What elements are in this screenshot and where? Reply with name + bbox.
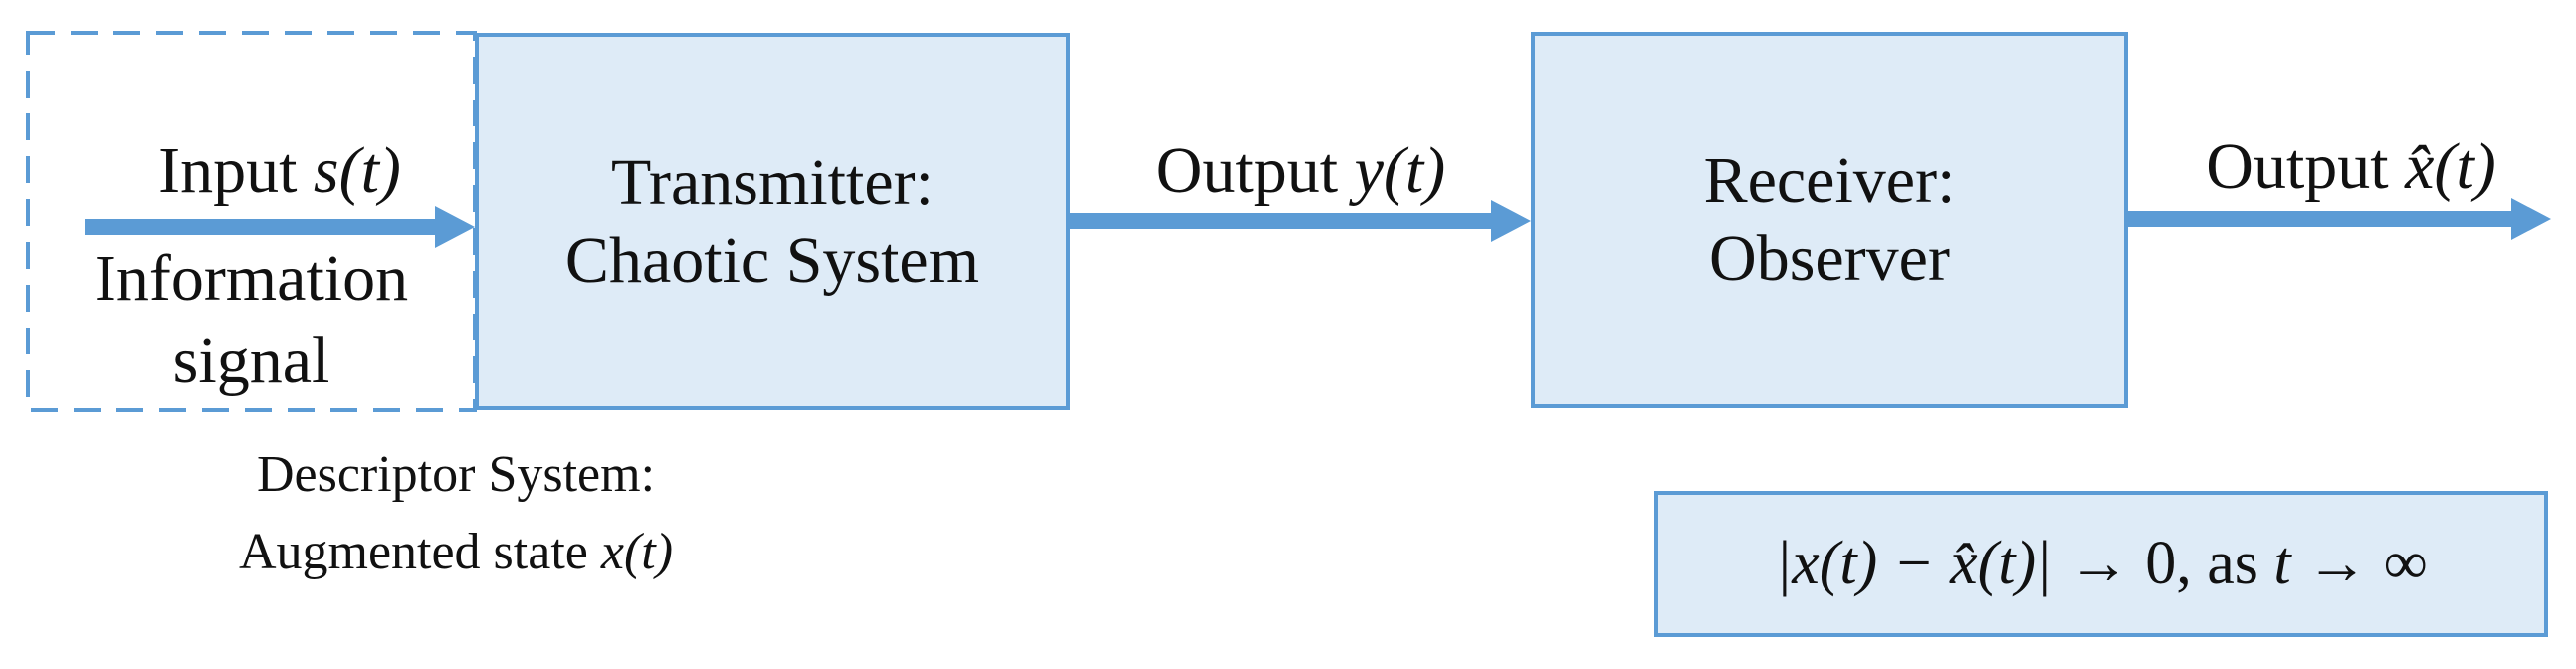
signal-arrow-head (1491, 200, 1531, 242)
transmitter-box: Transmitter: Chaotic System (475, 33, 1070, 410)
caption-line2: Augmented state x(t) (58, 514, 854, 591)
input-label-math: s(t) (313, 134, 401, 207)
channel-output-math: y(t) (1354, 134, 1446, 207)
output-arrow-shaft (2128, 211, 2511, 227)
formula: |x(t) − x̂(t)| → 0, as t → ∞ (1775, 529, 2428, 599)
input-signal-label: Input s(t) (85, 131, 475, 210)
convergence-formula-box: |x(t) − x̂(t)| → 0, as t → ∞ (1654, 491, 2548, 637)
final-output-text: Output (2206, 130, 2406, 203)
input-label-text: Input (158, 134, 314, 207)
formula-infinity: → ∞ (2290, 530, 2428, 597)
transmitter-label-line1: Transmitter: (611, 145, 934, 219)
signal-arrow-shaft (1070, 213, 1491, 229)
formula-error-term: |x(t) − x̂(t)| (1775, 530, 2053, 597)
information-line: Information (94, 242, 409, 315)
final-output-label: Output x̂(t) (2128, 127, 2574, 206)
caption-line2-text: Augmented state (238, 524, 601, 580)
dashed-border (26, 31, 477, 412)
final-output-math: x̂(t) (2405, 130, 2496, 203)
transmitter-label: Transmitter: Chaotic System (565, 144, 979, 300)
information-signal-dashed-box (26, 31, 477, 412)
channel-output-label: Output y(t) (1070, 131, 1531, 210)
descriptor-system-caption: Descriptor System: Augmented state x(t) (58, 436, 854, 591)
receiver-label-line1: Receiver: (1703, 144, 1956, 218)
receiver-box: Receiver: Observer (1531, 32, 2128, 408)
transmitter-label-line2: Chaotic System (564, 223, 980, 297)
channel-output-text: Output (1155, 134, 1355, 207)
caption-line2-math: x(t) (600, 524, 674, 580)
input-arrow-head (435, 206, 475, 248)
information-signal-label: Information signal (28, 237, 475, 402)
receiver-label: Receiver: Observer (1704, 142, 1956, 298)
signal-line: signal (172, 325, 330, 398)
receiver-label-line2: Observer (1709, 222, 1950, 295)
input-arrow-shaft (85, 219, 435, 235)
formula-t-var: t (2273, 530, 2291, 597)
output-arrow-head (2511, 198, 2551, 240)
formula-arrow-zero: → 0, as (2052, 530, 2274, 597)
caption-line1: Descriptor System: (256, 446, 656, 503)
